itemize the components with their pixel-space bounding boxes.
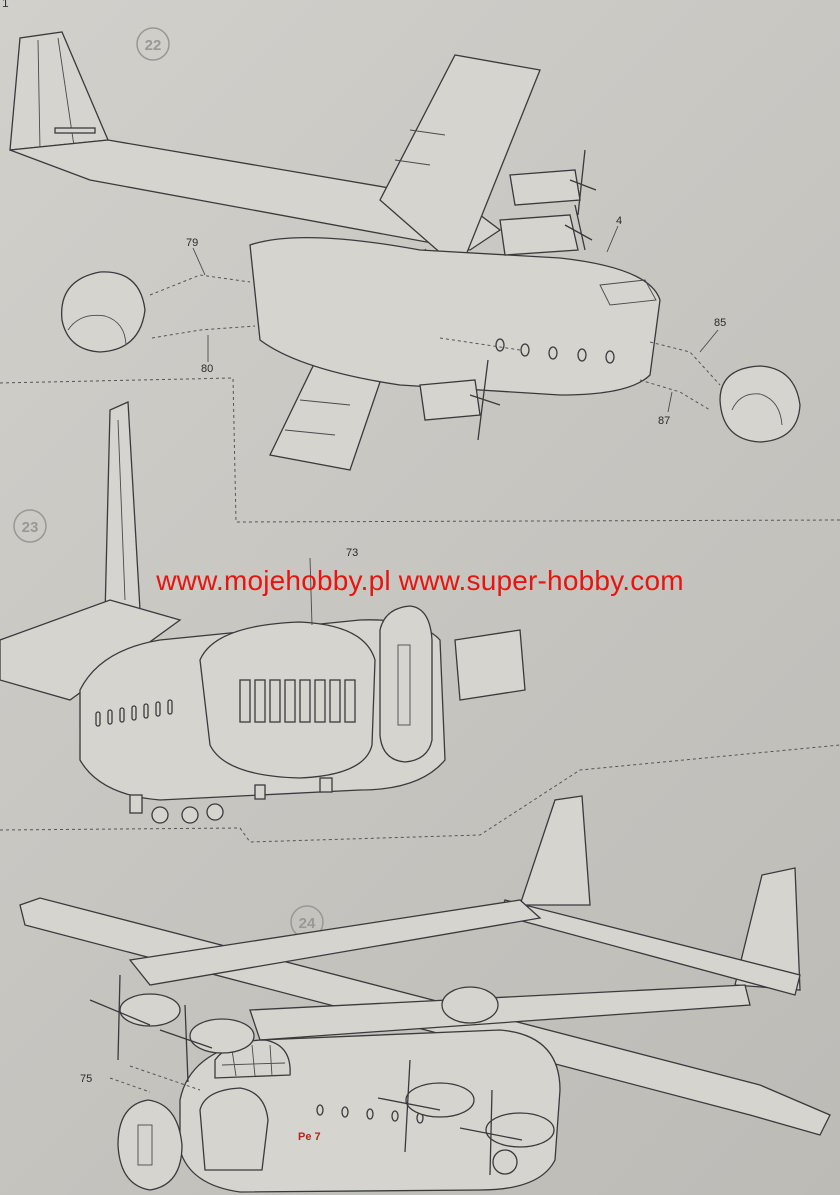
- step-23-open-door: [379, 605, 433, 763]
- step-23-landing-gear: [129, 777, 333, 824]
- callout-75: 75: [80, 1073, 92, 1085]
- step-23-cargo-ribs: [239, 679, 356, 723]
- step-22-tail-boom: [9, 139, 502, 251]
- step-24-engines: [119, 986, 555, 1148]
- callout-79: 79: [186, 237, 198, 249]
- step-22-windows: [495, 338, 615, 364]
- step-22-wing-upper: [379, 54, 541, 272]
- part-code-label: Pe 7: [298, 1131, 321, 1143]
- callout-73: 73: [346, 547, 358, 559]
- step-24-windows: [316, 1104, 424, 1124]
- step-24-number: 24: [299, 915, 316, 932]
- step-22-divider: [0, 377, 840, 523]
- step-24-boom-left: [128, 899, 542, 986]
- callout-85: 85: [714, 317, 726, 329]
- step-24-wheel: [492, 1149, 518, 1175]
- step-22-nose-door: [719, 365, 801, 443]
- callout-87: 87: [658, 415, 670, 427]
- step-23-badge: [13, 509, 47, 543]
- callout-80: 80: [201, 363, 213, 375]
- step-24-boom-right: [249, 984, 751, 1041]
- step-22-fuselage: [249, 236, 661, 396]
- step-24-tail-fin-left: [519, 795, 591, 906]
- watermark-text: www.mojehobby.pl www.super-hobby.com: [156, 565, 684, 596]
- step-22-group: 22: [0, 27, 840, 523]
- step-22-number: 22: [145, 37, 162, 54]
- step-23-number: 23: [22, 519, 39, 536]
- step-24-propellers: [89, 974, 523, 1176]
- step-22-rear-door: [61, 271, 146, 353]
- corner-mark: 1: [2, 0, 9, 10]
- step-23-divider: [0, 744, 840, 843]
- step-23-windows: [95, 699, 173, 727]
- step-24-nose-opening: [199, 1087, 269, 1171]
- step-23-nacelle: [454, 629, 526, 701]
- step-23-group: 23: [0, 401, 840, 843]
- step-24-group: 24: [19, 795, 831, 1193]
- step-24-nose-door: [117, 1099, 183, 1191]
- callout-4: 4: [616, 215, 622, 227]
- step-22-engines: [419, 149, 597, 441]
- step-22-badge: [136, 27, 170, 61]
